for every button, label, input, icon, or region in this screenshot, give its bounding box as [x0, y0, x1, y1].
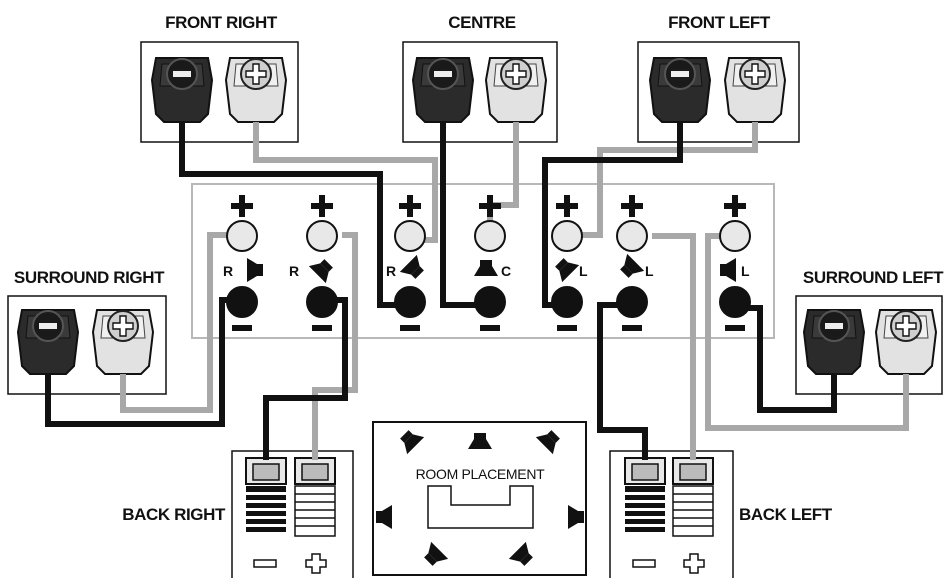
- receiver-negative-terminal: [226, 286, 258, 318]
- centre-negative-post: [412, 57, 474, 123]
- channel-label: L: [645, 263, 654, 279]
- channel-label: R: [386, 263, 396, 279]
- plus-icon: [621, 195, 643, 217]
- channel-label: L: [741, 263, 750, 279]
- receiver-negative-terminal: [394, 286, 426, 318]
- surround-right-speaker: [7, 295, 167, 395]
- channel-label: R: [289, 263, 299, 279]
- receiver-positive-terminal: [616, 220, 648, 252]
- receiver-negative-terminal: [474, 286, 506, 318]
- centre-speaker: [402, 41, 558, 143]
- speaker-icon: [615, 253, 645, 283]
- receiver-positive-terminal: [719, 220, 751, 252]
- centre-positive-post: [485, 57, 547, 123]
- plus-icon: [399, 195, 421, 217]
- surround-left-positive-post: [875, 309, 937, 375]
- centre-label: CENTRE: [448, 13, 516, 32]
- speaker-icon: [720, 258, 736, 282]
- plus-icon: [683, 553, 705, 574]
- minus-icon: [622, 325, 642, 331]
- back-left-positive-clip: [672, 457, 714, 537]
- receiver-negative-terminal: [551, 286, 583, 318]
- plus-icon: [311, 195, 333, 217]
- minus-icon: [400, 325, 420, 331]
- surround-left-speaker: [795, 295, 943, 395]
- front-right-positive-post: [225, 57, 287, 123]
- receiver-negative-terminal: [719, 286, 751, 318]
- back-right-positive-clip: [294, 457, 336, 537]
- receiver-negative-terminal: [616, 286, 648, 318]
- front-right-negative-post: [151, 57, 213, 123]
- minus-icon: [312, 325, 332, 331]
- channel-label: C: [501, 263, 511, 279]
- surround-right-negative-post: [17, 309, 79, 375]
- speaker-icon: [308, 254, 338, 284]
- plus-icon: [724, 195, 746, 217]
- back-left-label: BACK LEFT: [739, 505, 833, 524]
- back-right-label: BACK RIGHT: [122, 505, 226, 524]
- receiver-positive-terminal: [474, 220, 506, 252]
- plus-icon: [231, 195, 253, 217]
- receiver-terminals: R R R C L L L: [223, 195, 751, 331]
- speaker-icon: [550, 253, 580, 283]
- front-right-label: FRONT RIGHT: [165, 13, 278, 32]
- front-left-negative-post: [649, 57, 711, 123]
- front-right-speaker: [140, 41, 299, 143]
- receiver-positive-terminal: [226, 220, 258, 252]
- surround-right-positive-post: [92, 309, 154, 375]
- speaker-icon: [399, 254, 429, 284]
- minus-icon: [480, 325, 500, 331]
- sofa-outline: [427, 485, 534, 529]
- plus-icon: [305, 553, 327, 574]
- speaker-icon: [247, 258, 263, 282]
- front-left-positive-post: [724, 57, 786, 123]
- channel-label: L: [579, 263, 588, 279]
- receiver-positive-terminal: [394, 220, 426, 252]
- back-left-negative-clip: [624, 457, 666, 533]
- speaker-icon: [474, 260, 498, 276]
- surround-left-negative-post: [803, 309, 865, 375]
- front-left-label: FRONT LEFT: [668, 13, 771, 32]
- room-placement-diagram: ROOM PLACEMENT: [372, 421, 587, 576]
- receiver-positive-terminal: [551, 220, 583, 252]
- front-left-speaker: [637, 41, 800, 143]
- channel-label: R: [223, 263, 233, 279]
- plus-icon: [479, 195, 501, 217]
- minus-icon: [232, 325, 252, 331]
- minus-icon: [253, 559, 277, 568]
- surround-left-label: SURROUND LEFT: [803, 268, 944, 287]
- back-right-negative-clip: [245, 457, 287, 533]
- minus-icon: [557, 325, 577, 331]
- back-left-speaker: [609, 450, 734, 578]
- receiver-positive-terminal: [306, 220, 338, 252]
- plus-icon: [556, 195, 578, 217]
- back-right-speaker: [231, 450, 354, 578]
- room-placement-label: ROOM PLACEMENT: [416, 466, 546, 482]
- positive-wires: [120, 122, 909, 460]
- receiver-terminal-panel: [191, 183, 775, 339]
- surround-right-label: SURROUND RIGHT: [14, 268, 165, 287]
- minus-icon: [632, 559, 656, 568]
- receiver-negative-terminal: [306, 286, 338, 318]
- minus-icon: [725, 325, 745, 331]
